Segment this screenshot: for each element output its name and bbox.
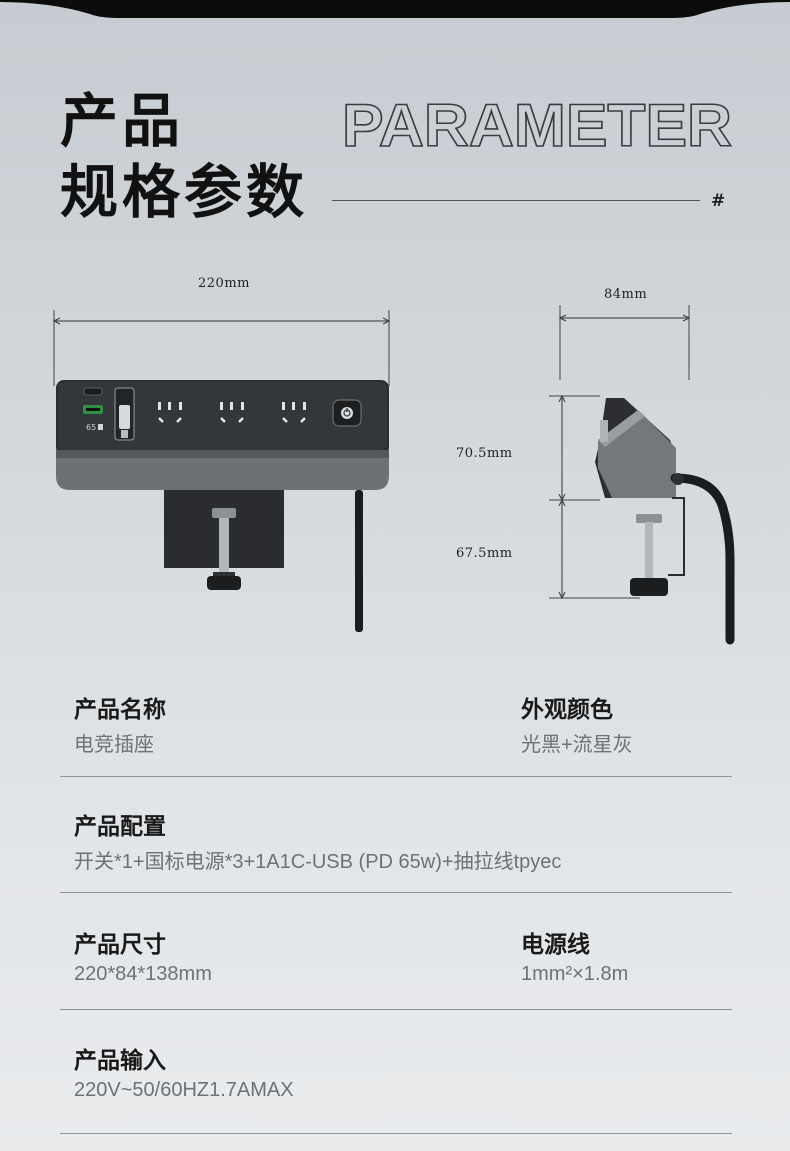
dim-lower-height-label: 67.5mm xyxy=(456,546,513,561)
side-view xyxy=(595,398,735,645)
hash-mark: # xyxy=(711,191,726,211)
page-title-line2: 规格参数 xyxy=(60,158,309,226)
spec-value-cord: 1mm²×1.8m xyxy=(521,963,629,985)
spec-divider xyxy=(60,892,732,893)
usb-badge: 65 xyxy=(86,423,96,432)
spec-value-color: 光黑+流星灰 xyxy=(521,734,633,756)
spec-divider xyxy=(60,776,732,777)
spec-label-product-name: 产品名称 xyxy=(74,697,166,723)
product-dimension-drawing: 65 xyxy=(0,305,735,645)
spec-label-input: 产品输入 xyxy=(74,1048,166,1074)
top-banner-edge xyxy=(0,0,790,18)
height-dimension-lines xyxy=(549,396,640,598)
spec-divider xyxy=(60,1133,732,1134)
parameter-word-text: PARAMETER xyxy=(342,92,732,156)
dim-upper-height-label: 70.5mm xyxy=(456,446,513,461)
dim-width-label: 220mm xyxy=(198,276,250,291)
spec-label-config: 产品配置 xyxy=(74,814,166,840)
spec-value-product-name: 电竞插座 xyxy=(74,734,154,756)
spec-value-input: 220V~50/60HZ1.7AMAX xyxy=(74,1079,294,1101)
socket-2 xyxy=(220,402,244,423)
dim-depth-label: 84mm xyxy=(604,287,648,302)
parameter-outline-word: PARAMETER xyxy=(341,91,733,156)
spec-label-cord: 电源线 xyxy=(521,932,590,958)
spec-label-color: 外观颜色 xyxy=(521,697,613,723)
page-title-line1: 产品 xyxy=(60,87,185,155)
power-button-icon xyxy=(332,399,362,427)
socket-1 xyxy=(158,402,182,423)
header-rule xyxy=(332,200,700,201)
width-dimension-line xyxy=(54,310,389,386)
spec-value-size: 220*84*138mm xyxy=(74,963,212,985)
socket-3 xyxy=(282,402,306,423)
spec-divider xyxy=(60,1009,732,1010)
depth-dimension-line xyxy=(560,305,689,380)
spec-value-config: 开关*1+国标电源*3+1A1C-USB (PD 65w)+抽拉线tpyec xyxy=(74,851,562,873)
front-view: 65 xyxy=(56,380,389,632)
spec-label-size: 产品尺寸 xyxy=(74,932,166,958)
